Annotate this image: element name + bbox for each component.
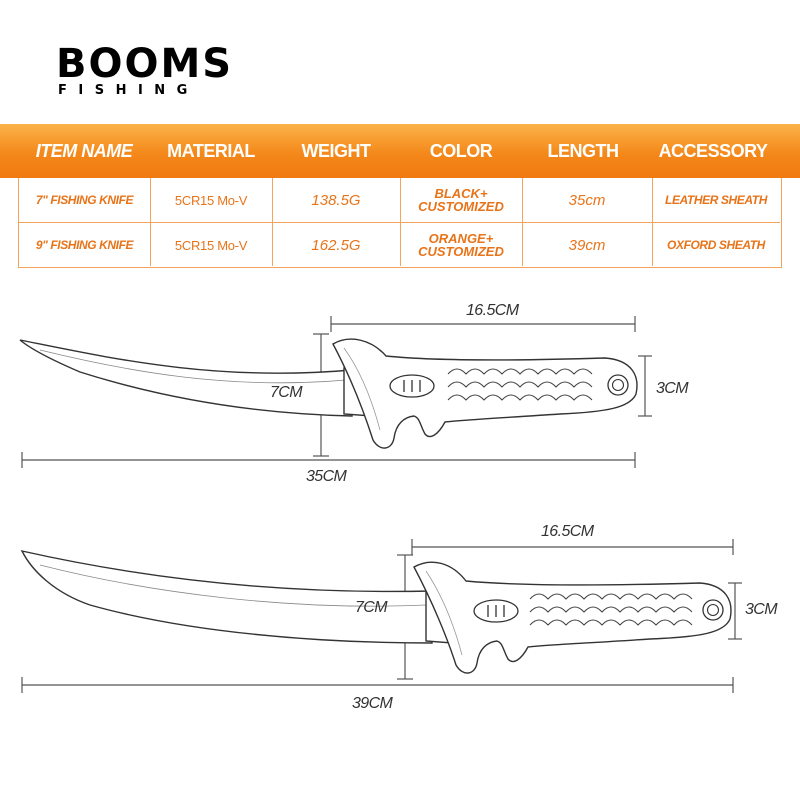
handle-height-label: 3CM xyxy=(745,601,778,618)
blade-height-label: 7CM xyxy=(355,599,388,616)
cell-material: 5CR15 Mo-V xyxy=(174,192,248,208)
cell-color-line2: CUSTOMIZED xyxy=(418,199,504,214)
table-header: ITEM NAME MATERIAL WEIGHT COLOR LENGTH A… xyxy=(0,124,800,178)
cell-item-name: 7" FISHING KNIFE xyxy=(35,192,134,207)
table-row: 7" FISHING KNIFE 5CR15 Mo-V 138.5G BLACK… xyxy=(19,178,780,223)
blade-height-label: 7CM xyxy=(270,384,303,401)
handle-length-label: 16.5CM xyxy=(541,523,594,540)
header-item-name: ITEM NAME xyxy=(35,141,133,161)
cell-color: ORANGE+ CUSTOMIZED xyxy=(400,223,522,267)
cell-weight: 162.5G xyxy=(311,236,361,254)
header-length: LENGTH xyxy=(547,141,620,161)
knife-diagram-7-inch: 16.5CM 7CM 3CM 35CM xyxy=(0,290,800,520)
knife-diagram-9-inch: 16.5CM 7CM 3CM 39CM xyxy=(0,515,800,745)
total-length-label: 39CM xyxy=(352,695,393,712)
header-weight: WEIGHT xyxy=(301,141,372,161)
total-length-label: 35CM xyxy=(306,468,347,485)
knife-illustration xyxy=(19,316,652,468)
cell-accessory: OXFORD SHEATH xyxy=(667,237,765,252)
cell-material: 5CR15 Mo-V xyxy=(174,237,248,253)
cell-color-line1: BLACK+ xyxy=(434,186,488,201)
table-body: 7" FISHING KNIFE 5CR15 Mo-V 138.5G BLACK… xyxy=(18,178,782,268)
brand-logo: BOOMS FISHING xyxy=(56,44,233,98)
dimension-lines xyxy=(21,539,742,693)
brand-subtitle: FISHING xyxy=(58,83,199,98)
handle-height-label: 3CM xyxy=(656,380,689,397)
cell-color-line1: ORANGE+ xyxy=(428,231,494,246)
spec-table: ITEM NAME MATERIAL WEIGHT COLOR LENGTH A… xyxy=(0,124,800,268)
cell-length: 39cm xyxy=(568,236,606,254)
cell-item-name: 9" FISHING KNIFE xyxy=(35,237,134,252)
handle-length-label: 16.5CM xyxy=(466,302,519,319)
cell-weight: 138.5G xyxy=(311,191,361,209)
cell-accessory: LEATHER SHEATH xyxy=(665,192,767,207)
header-accessory: ACCESSORY xyxy=(658,141,768,161)
header-material: MATERIAL xyxy=(167,141,255,161)
header-color: COLOR xyxy=(429,141,493,161)
brand-name: BOOMS xyxy=(56,41,234,87)
knife-illustration xyxy=(20,539,742,693)
cell-length: 35cm xyxy=(568,191,606,209)
table-row: 9" FISHING KNIFE 5CR15 Mo-V 162.5G ORANG… xyxy=(19,223,780,267)
cell-color-line2: CUSTOMIZED xyxy=(418,244,504,259)
cell-color: BLACK+ CUSTOMIZED xyxy=(400,178,522,222)
